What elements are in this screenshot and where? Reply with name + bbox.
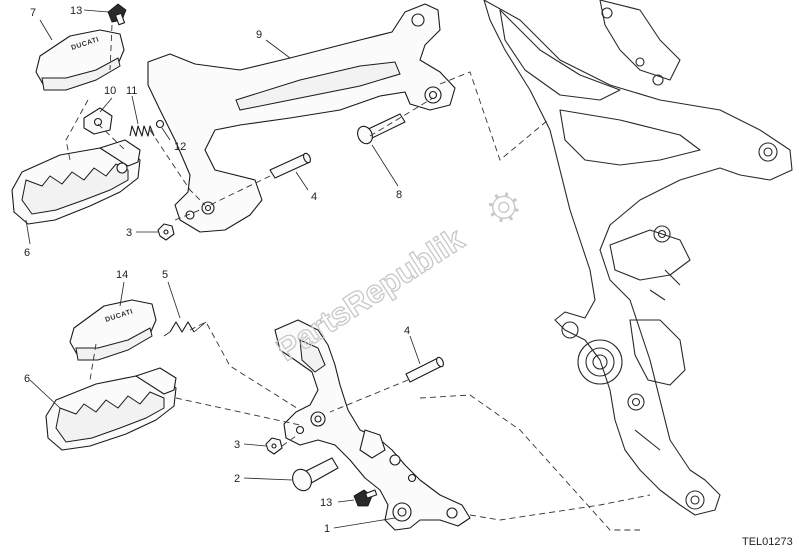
- callout-9: 9: [256, 29, 262, 41]
- pin-lower: [405, 356, 444, 383]
- spring-lower: [163, 321, 207, 337]
- callout-12: 12: [174, 141, 186, 153]
- assembly-lines: [65, 24, 651, 531]
- callout-5: 5: [162, 269, 168, 281]
- callout-11: 11: [126, 85, 137, 97]
- frame-assembly: [483, 0, 793, 516]
- footrest-bracket-lower: [274, 319, 471, 531]
- callout-2: 2: [234, 473, 240, 485]
- callout-4-upper: 4: [311, 191, 317, 203]
- detent-ball: [155, 119, 165, 129]
- callout-3-upper: 3: [126, 227, 132, 239]
- callout-labels: 7 13 9 10 11 12 6 3 4 8 14 5 6 4 3 2 13 …: [24, 5, 410, 535]
- callout-7: 7: [30, 7, 36, 19]
- footpeg-upper: [11, 139, 141, 225]
- callout-1: 1: [324, 523, 330, 535]
- watermark: PartsRepublik: [269, 192, 519, 368]
- weight-plate: [83, 107, 113, 135]
- footpeg-rubber-upper: DUCATI: [35, 29, 125, 91]
- footrest-bracket-upper: [147, 3, 456, 233]
- clip-upper: [157, 223, 175, 241]
- screw-lower: [353, 489, 378, 507]
- bolt-2: [292, 457, 339, 492]
- callout-13-top: 13: [70, 5, 82, 17]
- footpeg-lower: [45, 367, 177, 451]
- callout-10: 10: [104, 85, 116, 97]
- callout-3-lower: 3: [234, 439, 240, 451]
- pin-upper: [269, 152, 311, 179]
- callout-6-lower: 6: [24, 373, 30, 385]
- screw-top: [107, 3, 127, 26]
- footpeg-rubber-lower: DUCATI: [69, 299, 157, 361]
- callout-14: 14: [116, 269, 128, 281]
- leader-lines: [25, 9, 421, 529]
- gear-icon: [488, 192, 519, 223]
- callout-8: 8: [396, 189, 402, 201]
- reference-code: TEL01273: [742, 536, 793, 548]
- clip-lower: [265, 437, 283, 455]
- callout-6-upper: 6: [24, 247, 30, 259]
- callout-4-lower: 4: [404, 325, 410, 337]
- callout-13-lower: 13: [320, 497, 332, 509]
- watermark-text: PartsRepublik: [270, 220, 470, 367]
- bolt-8: [357, 113, 406, 145]
- spring-upper: [129, 125, 155, 137]
